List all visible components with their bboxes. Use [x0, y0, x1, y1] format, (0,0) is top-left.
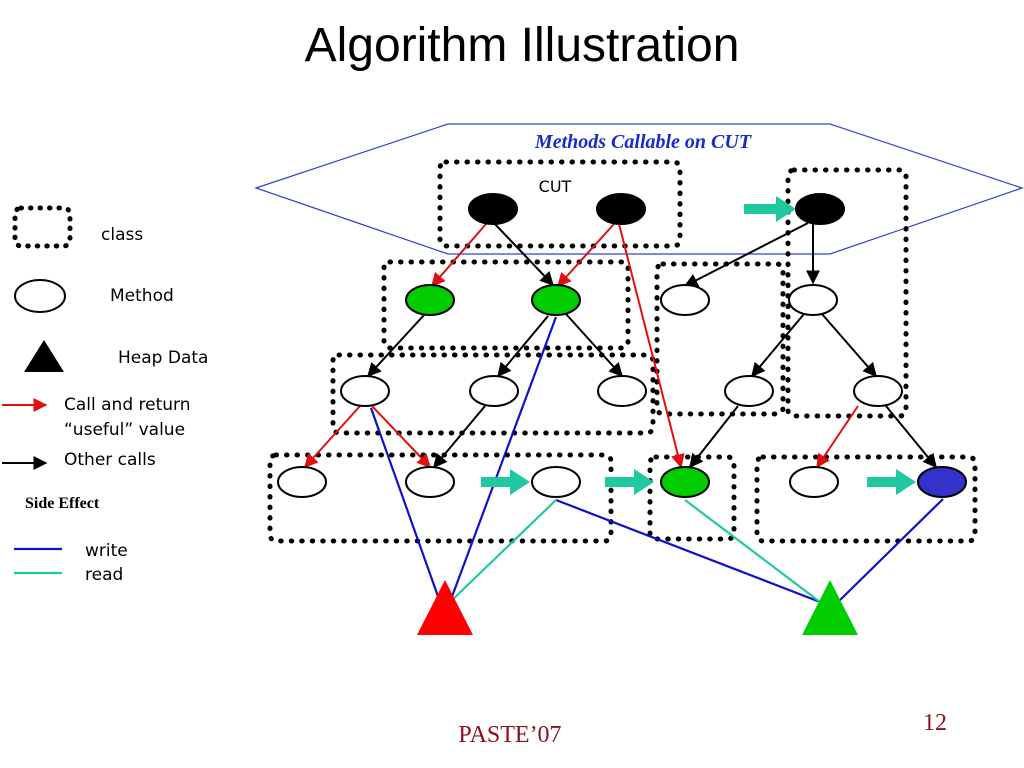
write-edge — [369, 407, 442, 603]
entry-arrow — [867, 469, 916, 495]
call-edge — [565, 313, 623, 378]
write-edge — [837, 498, 944, 603]
method-node — [853, 375, 903, 407]
legend-useful-value-label: “useful” value — [64, 420, 186, 440]
useful-call-edge — [816, 405, 859, 469]
useful-call-edge — [304, 405, 361, 469]
read-edge — [684, 499, 821, 603]
method-node — [469, 375, 519, 407]
useful-call-edge — [618, 223, 685, 469]
class-box-level2-right — [654, 261, 786, 417]
class-box-cut — [437, 159, 683, 249]
class-box-right — [785, 167, 909, 419]
call-edge — [497, 315, 549, 378]
call-edge — [683, 222, 809, 287]
call-edge — [367, 314, 425, 378]
legend-method-icon — [14, 279, 66, 313]
entry-arrow — [744, 196, 796, 222]
method-node — [660, 284, 710, 316]
method-node — [724, 375, 774, 407]
call-edge — [821, 313, 877, 378]
read-edge — [449, 499, 557, 603]
legend-class-label: class — [101, 225, 144, 245]
legend-heap-icon — [24, 340, 64, 372]
write-edge — [448, 316, 558, 603]
callable-methods-label: Methods Callable on CUT — [534, 131, 752, 153]
useful-call-edge — [431, 223, 487, 288]
legend-side-effect-heading: Side Effect — [25, 495, 100, 512]
entry-arrow — [605, 469, 654, 495]
callable-methods-region — [254, 123, 1024, 255]
entry-arrow — [481, 469, 530, 495]
class-box-level3 — [330, 352, 656, 436]
method-node — [597, 375, 647, 407]
method-node — [405, 466, 455, 498]
heap-data-green — [802, 580, 858, 635]
legend-method-label: Method — [110, 286, 174, 306]
legend-other-calls-label: Other calls — [64, 450, 156, 470]
slide-title: Algorithm Illustration — [304, 19, 740, 72]
useful-method-node — [531, 284, 581, 316]
call-edge — [689, 405, 739, 469]
class-box-level2-left — [381, 259, 631, 351]
method-node — [789, 466, 839, 498]
useful-method-node — [660, 466, 710, 498]
legend-class-icon — [12, 205, 73, 249]
heap-data-red — [417, 580, 473, 635]
write-edge — [555, 498, 821, 604]
call-edge — [492, 221, 554, 287]
class-box-level4-left — [267, 452, 614, 544]
footer-conference: PASTE’07 — [458, 722, 562, 748]
callable-method-node — [795, 193, 845, 225]
target-method-node — [917, 466, 967, 498]
call-edge — [751, 313, 805, 378]
legend-heap-label: Heap Data — [118, 348, 209, 368]
method-node — [277, 466, 327, 498]
useful-method-node — [405, 284, 455, 316]
legend-call-return-label: Call and return — [64, 395, 191, 415]
page-number: 12 — [923, 710, 947, 736]
class-box-level4-middle — [647, 454, 737, 542]
method-node — [340, 375, 390, 407]
useful-call-edge — [371, 405, 431, 469]
cut-label: CUT — [538, 177, 572, 196]
cut-method-node — [596, 193, 646, 225]
call-edge — [433, 405, 486, 469]
cut-method-node — [468, 193, 518, 225]
legend-write-label: write — [85, 541, 128, 561]
method-node — [788, 284, 838, 316]
legend-read-label: read — [85, 565, 124, 585]
class-box-level4-right — [754, 454, 978, 544]
useful-call-edge — [557, 223, 615, 288]
method-node — [531, 466, 581, 498]
call-edge — [885, 405, 937, 469]
